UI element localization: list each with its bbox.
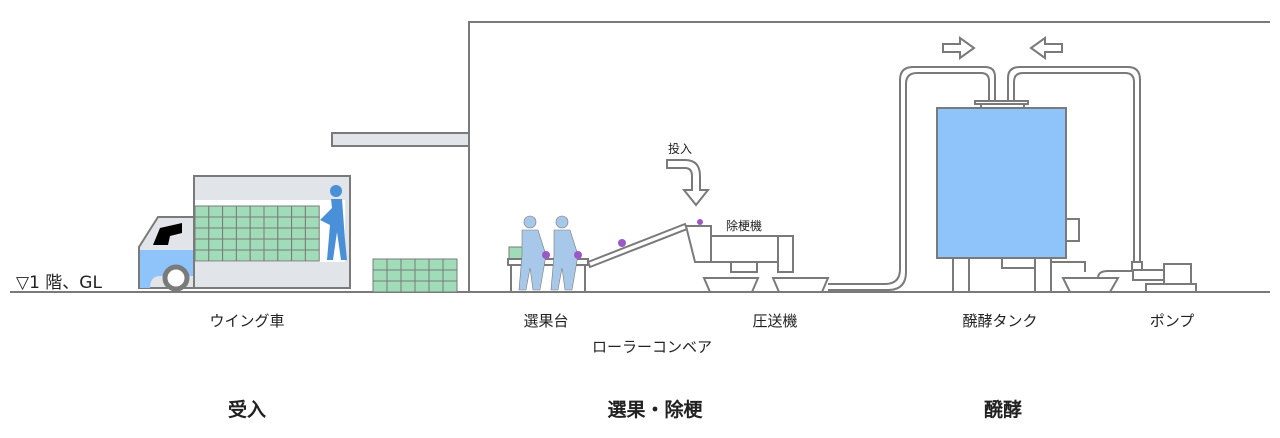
crate: [235, 238, 251, 251]
crate: [414, 258, 430, 271]
destemmer-label: 除梗機: [726, 218, 762, 233]
destemmer: 除梗機: [684, 218, 794, 273]
crate: [263, 227, 279, 240]
crate: [442, 258, 458, 271]
crate: [428, 280, 444, 293]
crate: [235, 227, 251, 240]
crate: [372, 280, 388, 293]
crate: [263, 238, 279, 251]
crate: [194, 227, 210, 240]
building-outline: [468, 21, 1270, 292]
crate: [249, 238, 265, 251]
crate: [194, 216, 210, 229]
crate: [222, 216, 237, 229]
crate: [304, 227, 320, 240]
label-wing-truck: ウイング車: [209, 312, 284, 330]
crate: [194, 249, 210, 262]
crate: [208, 249, 224, 262]
awning: [331, 132, 470, 147]
crate: [235, 205, 251, 218]
crate: [277, 227, 293, 240]
crate: [291, 205, 306, 218]
label-pump: ポンプ: [1150, 312, 1195, 330]
must-pipe: [828, 66, 996, 285]
crate: [208, 238, 224, 251]
crate: [208, 205, 224, 218]
crate: [386, 269, 402, 282]
section-receiving: 受入: [228, 398, 266, 421]
crate: [222, 227, 237, 240]
crate: [386, 258, 402, 271]
crate: [222, 249, 237, 262]
crate: [222, 238, 237, 251]
crate: [208, 216, 224, 229]
crate: [249, 205, 265, 218]
crate: [249, 249, 265, 262]
crate: [442, 269, 458, 282]
crate-stack: [372, 258, 458, 293]
crate: [400, 269, 416, 282]
crate: [291, 227, 306, 240]
sorting-table: [507, 215, 703, 292]
crate: [304, 249, 320, 262]
crate: [372, 258, 388, 271]
crate: [208, 227, 224, 240]
input-label: 投入: [668, 141, 692, 156]
floor-label: ▽1 階、GL: [16, 273, 102, 293]
crate: [249, 216, 265, 229]
crate: [414, 280, 430, 293]
crate: [222, 205, 237, 218]
crate: [277, 249, 293, 262]
label-sorting-table: 選果台: [523, 312, 568, 330]
crate: [414, 269, 430, 282]
crate: [428, 258, 444, 271]
input-arrow-icon: [666, 159, 711, 207]
section-fermentation: 醗酵: [984, 398, 1022, 421]
wing-truck: [138, 175, 351, 292]
crate: [235, 216, 251, 229]
pump: [1097, 261, 1197, 293]
arrow-right-icon: [942, 36, 976, 60]
crate: [372, 269, 388, 282]
crate: [277, 205, 293, 218]
crate: [291, 216, 306, 229]
crate: [249, 227, 265, 240]
crate: [194, 238, 210, 251]
fermentation-tank: [936, 100, 1120, 293]
crate: [291, 238, 306, 251]
pump-feeder: [702, 277, 830, 293]
crate: [400, 258, 416, 271]
crate: [235, 249, 251, 262]
worker: [320, 185, 347, 260]
crate: [400, 280, 416, 293]
label-roller-conveyor: ローラーコンベア: [592, 338, 712, 356]
crate: [277, 238, 293, 251]
crate: [194, 205, 210, 218]
crate: [304, 238, 320, 251]
crate: [291, 249, 306, 262]
arrow-left-icon: [1029, 36, 1063, 60]
label-fermentation-tank: 醗酵タンク: [962, 312, 1037, 330]
roller-conveyor: [586, 222, 689, 269]
crate: [428, 269, 444, 282]
crate: [442, 280, 458, 293]
crate: [263, 249, 279, 262]
crate: [386, 280, 402, 293]
label-pump-feeder: 圧送機: [752, 312, 797, 330]
crate: [263, 205, 279, 218]
crate: [277, 216, 293, 229]
crate: [304, 205, 320, 218]
crate: [263, 216, 279, 229]
crate: [304, 216, 320, 229]
section-sorting-destemming: 選果・除梗: [607, 398, 703, 421]
